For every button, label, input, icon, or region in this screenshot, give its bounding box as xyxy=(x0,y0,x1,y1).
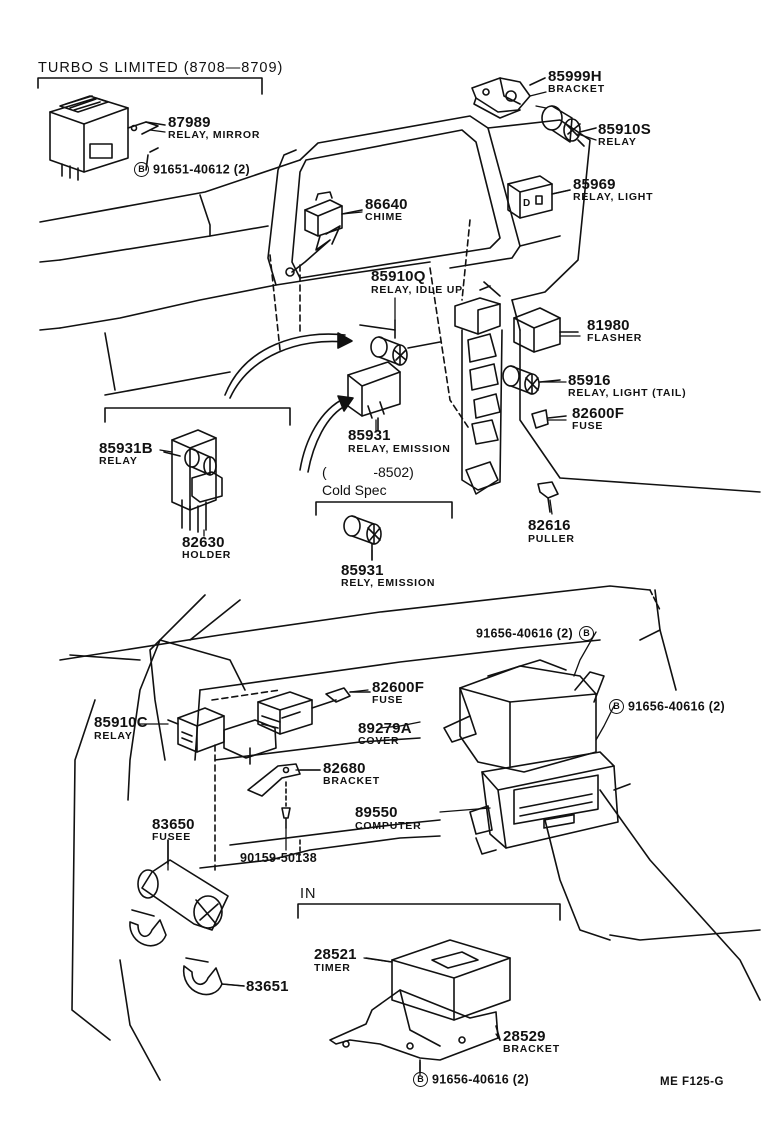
bolt-badge-icon: B xyxy=(134,162,149,178)
part-82616-desc: PULLER xyxy=(528,533,575,545)
part-82600f-top-desc: FUSE xyxy=(572,420,604,432)
part-85910q-desc: RELAY, IDLE UP xyxy=(371,284,463,296)
fuse-block-drawing xyxy=(223,687,371,765)
part-85931-emission-desc: RELAY, EMISSION xyxy=(348,443,451,455)
part-83650-desc: FUSEE xyxy=(152,831,192,843)
bolt-ref-4: B 91656-40616 (2) xyxy=(413,1072,529,1088)
part-82680-desc: BRACKET xyxy=(323,775,380,787)
turbo-header-bracket xyxy=(37,77,263,95)
relay-light-85969-drawing: D xyxy=(507,175,571,219)
part-85969-number: 85969 xyxy=(573,176,616,193)
part-85931b-desc: RELAY xyxy=(99,455,138,467)
relay-block-drawing xyxy=(347,281,579,513)
part-82680-number: 82680 xyxy=(323,760,366,777)
leader-lines xyxy=(139,91,615,1077)
in-label: IN xyxy=(300,886,317,902)
part-85931-rely-number: 85931 xyxy=(341,562,384,579)
part-85910q-number: 85910Q xyxy=(371,268,426,285)
part-85969-desc: RELAY, LIGHT xyxy=(573,191,654,203)
part-89550-number: 89550 xyxy=(355,804,398,821)
relay-holder-85931b-drawing xyxy=(104,407,291,533)
bolt-ref-3: B 91656-40616 (2) xyxy=(609,699,725,715)
bolt-badge-icon: B xyxy=(578,626,594,642)
part-87989-desc: RELAY, MIRROR xyxy=(168,129,261,141)
part-85916-desc: RELAY, LIGHT (TAIL) xyxy=(568,387,687,399)
timer-28521-drawing xyxy=(365,939,511,1021)
part-90159-number: 90159-50138 xyxy=(240,851,317,865)
part-85999h-number: 85999H xyxy=(548,68,602,85)
part-86640-desc: CHIME xyxy=(365,211,403,223)
part-87989-number: 87989 xyxy=(168,114,211,131)
bracket-85999h-drawing xyxy=(471,77,546,119)
part-85931b-number: 85931B xyxy=(99,440,153,457)
bolt-badge-icon: B xyxy=(413,1072,428,1088)
part-85910c-number: 85910C xyxy=(94,714,148,731)
part-82600f-low-desc: FUSE xyxy=(372,694,404,706)
part-85999h-desc: BRACKET xyxy=(548,83,605,95)
bolt-ref-1: B 91651-40612 (2) xyxy=(134,162,250,178)
diagram-reference-code: ME F125-G xyxy=(660,1076,724,1088)
bracket-28529-drawing xyxy=(329,989,501,1073)
part-82630-desc: HOLDER xyxy=(182,549,232,561)
part-28521-number: 28521 xyxy=(314,946,357,963)
cold-spec-bracket xyxy=(315,501,453,519)
cold-spec-label: Cold Spec xyxy=(322,482,387,498)
part-86640-number: 86640 xyxy=(365,196,408,213)
bolt-badge-icon: B xyxy=(609,699,624,715)
part-89279a-desc: COVER xyxy=(358,735,400,747)
part-83651-number: 83651 xyxy=(246,978,289,995)
part-81980-number: 81980 xyxy=(587,317,630,334)
clip-83651-upper-drawing xyxy=(129,909,167,947)
in-bracket xyxy=(297,903,561,921)
part-82600f-low-number: 82600F xyxy=(372,679,425,696)
clip-83651-lower-drawing xyxy=(183,957,245,996)
bolt-number: 91651-40612 (2) xyxy=(153,162,250,177)
part-89279a-number: 89279A xyxy=(358,720,412,737)
part-85916-number: 85916 xyxy=(568,372,611,389)
bolt-ref-2: 91656-40616 (2) B xyxy=(476,626,594,642)
part-28521-desc: TIMER xyxy=(314,962,351,974)
upper-dashboard-outline xyxy=(39,115,761,493)
relay-mirror-87989-drawing xyxy=(49,95,166,181)
part-85931-emission-number: 85931 xyxy=(348,427,391,444)
relay-85910s-drawing xyxy=(541,105,597,147)
part-85910s-number: 85910S xyxy=(598,121,651,138)
part-89550-desc: COMPUTER xyxy=(355,820,422,832)
fusee-83650-drawing xyxy=(137,839,229,931)
cold-spec-paren-text: ( -8502) xyxy=(322,464,414,480)
relay-emission-85931-cold-drawing xyxy=(343,515,382,561)
part-82630-number: 82630 xyxy=(182,534,225,551)
lower-dashboard-outline xyxy=(59,585,761,1081)
part-28529-desc: BRACKET xyxy=(503,1043,560,1055)
part-85910c-desc: RELAY xyxy=(94,730,133,742)
part-82600f-top-number: 82600F xyxy=(572,405,625,422)
part-81980-desc: FLASHER xyxy=(587,332,643,344)
cold-spec-paren: ( -8502) xyxy=(322,465,414,479)
part-85910s-desc: RELAY xyxy=(598,136,637,148)
svg-text:D: D xyxy=(523,198,530,209)
part-83650-number: 83650 xyxy=(152,816,195,833)
part-28529-number: 28529 xyxy=(503,1028,546,1045)
bracket-82680-drawing xyxy=(247,763,321,829)
computer-89550-drawing xyxy=(443,659,631,855)
curved-arrows xyxy=(224,332,354,473)
turbo-header-title: TURBO S LIMITED (8708—8709) xyxy=(38,60,284,76)
part-82616-number: 82616 xyxy=(528,517,571,534)
bolt-number: 91656-40616 (2) xyxy=(476,626,573,641)
bolt-number: 91656-40616 (2) xyxy=(628,699,725,714)
part-85931-rely-desc: RELY, EMISSION xyxy=(341,577,436,589)
bolt-number: 91656-40616 (2) xyxy=(432,1072,529,1087)
